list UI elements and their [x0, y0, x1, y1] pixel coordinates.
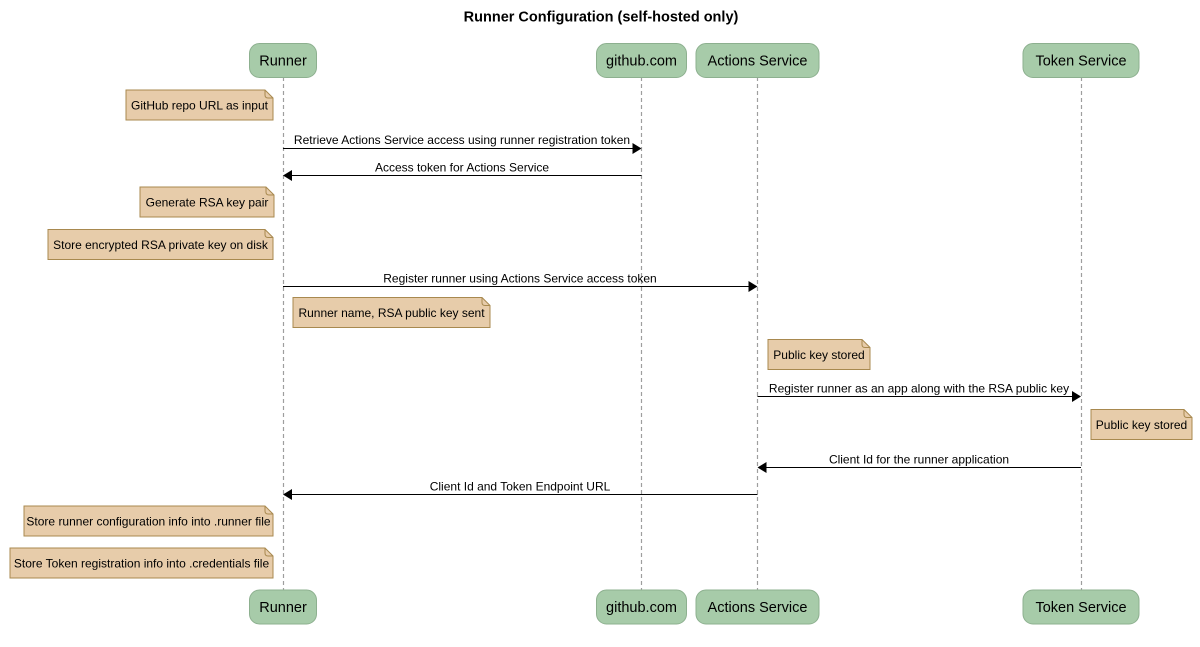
- svg-text:Runner: Runner: [259, 54, 307, 70]
- svg-text:Public key stored: Public key stored: [773, 348, 864, 362]
- svg-text:github.com: github.com: [606, 600, 677, 616]
- svg-text:Store Token registration info: Store Token registration info into .cred…: [14, 557, 270, 571]
- svg-text:Register runner as an app alon: Register runner as an app along with the…: [769, 382, 1069, 396]
- svg-text:Runner Configuration (self-hos: Runner Configuration (self-hosted only): [464, 10, 739, 26]
- svg-text:github.com: github.com: [606, 54, 677, 70]
- svg-text:Client Id and Token Endpoint U: Client Id and Token Endpoint URL: [430, 480, 611, 494]
- svg-text:Token Service: Token Service: [1035, 54, 1126, 70]
- svg-text:Actions Service: Actions Service: [708, 600, 808, 616]
- svg-text:Runner name, RSA public key se: Runner name, RSA public key sent: [298, 306, 485, 320]
- svg-text:Generate RSA key pair: Generate RSA key pair: [146, 196, 269, 210]
- svg-text:Register runner using Actions: Register runner using Actions Service ac…: [383, 272, 656, 286]
- svg-text:Store runner configuration inf: Store runner configuration info into .ru…: [26, 515, 270, 529]
- svg-text:Public key stored: Public key stored: [1096, 418, 1187, 432]
- svg-text:GitHub repo URL as input: GitHub repo URL as input: [131, 99, 269, 113]
- svg-text:Runner: Runner: [259, 600, 307, 616]
- svg-text:Retrieve Actions Service acces: Retrieve Actions Service access using ru…: [294, 133, 630, 147]
- svg-text:Actions Service: Actions Service: [708, 54, 808, 70]
- svg-text:Store encrypted RSA private ke: Store encrypted RSA private key on disk: [53, 238, 269, 252]
- svg-text:Client Id for the runner appli: Client Id for the runner application: [829, 453, 1009, 467]
- svg-text:Token Service: Token Service: [1035, 600, 1126, 616]
- svg-text:Access token for Actions Servi: Access token for Actions Service: [375, 161, 549, 175]
